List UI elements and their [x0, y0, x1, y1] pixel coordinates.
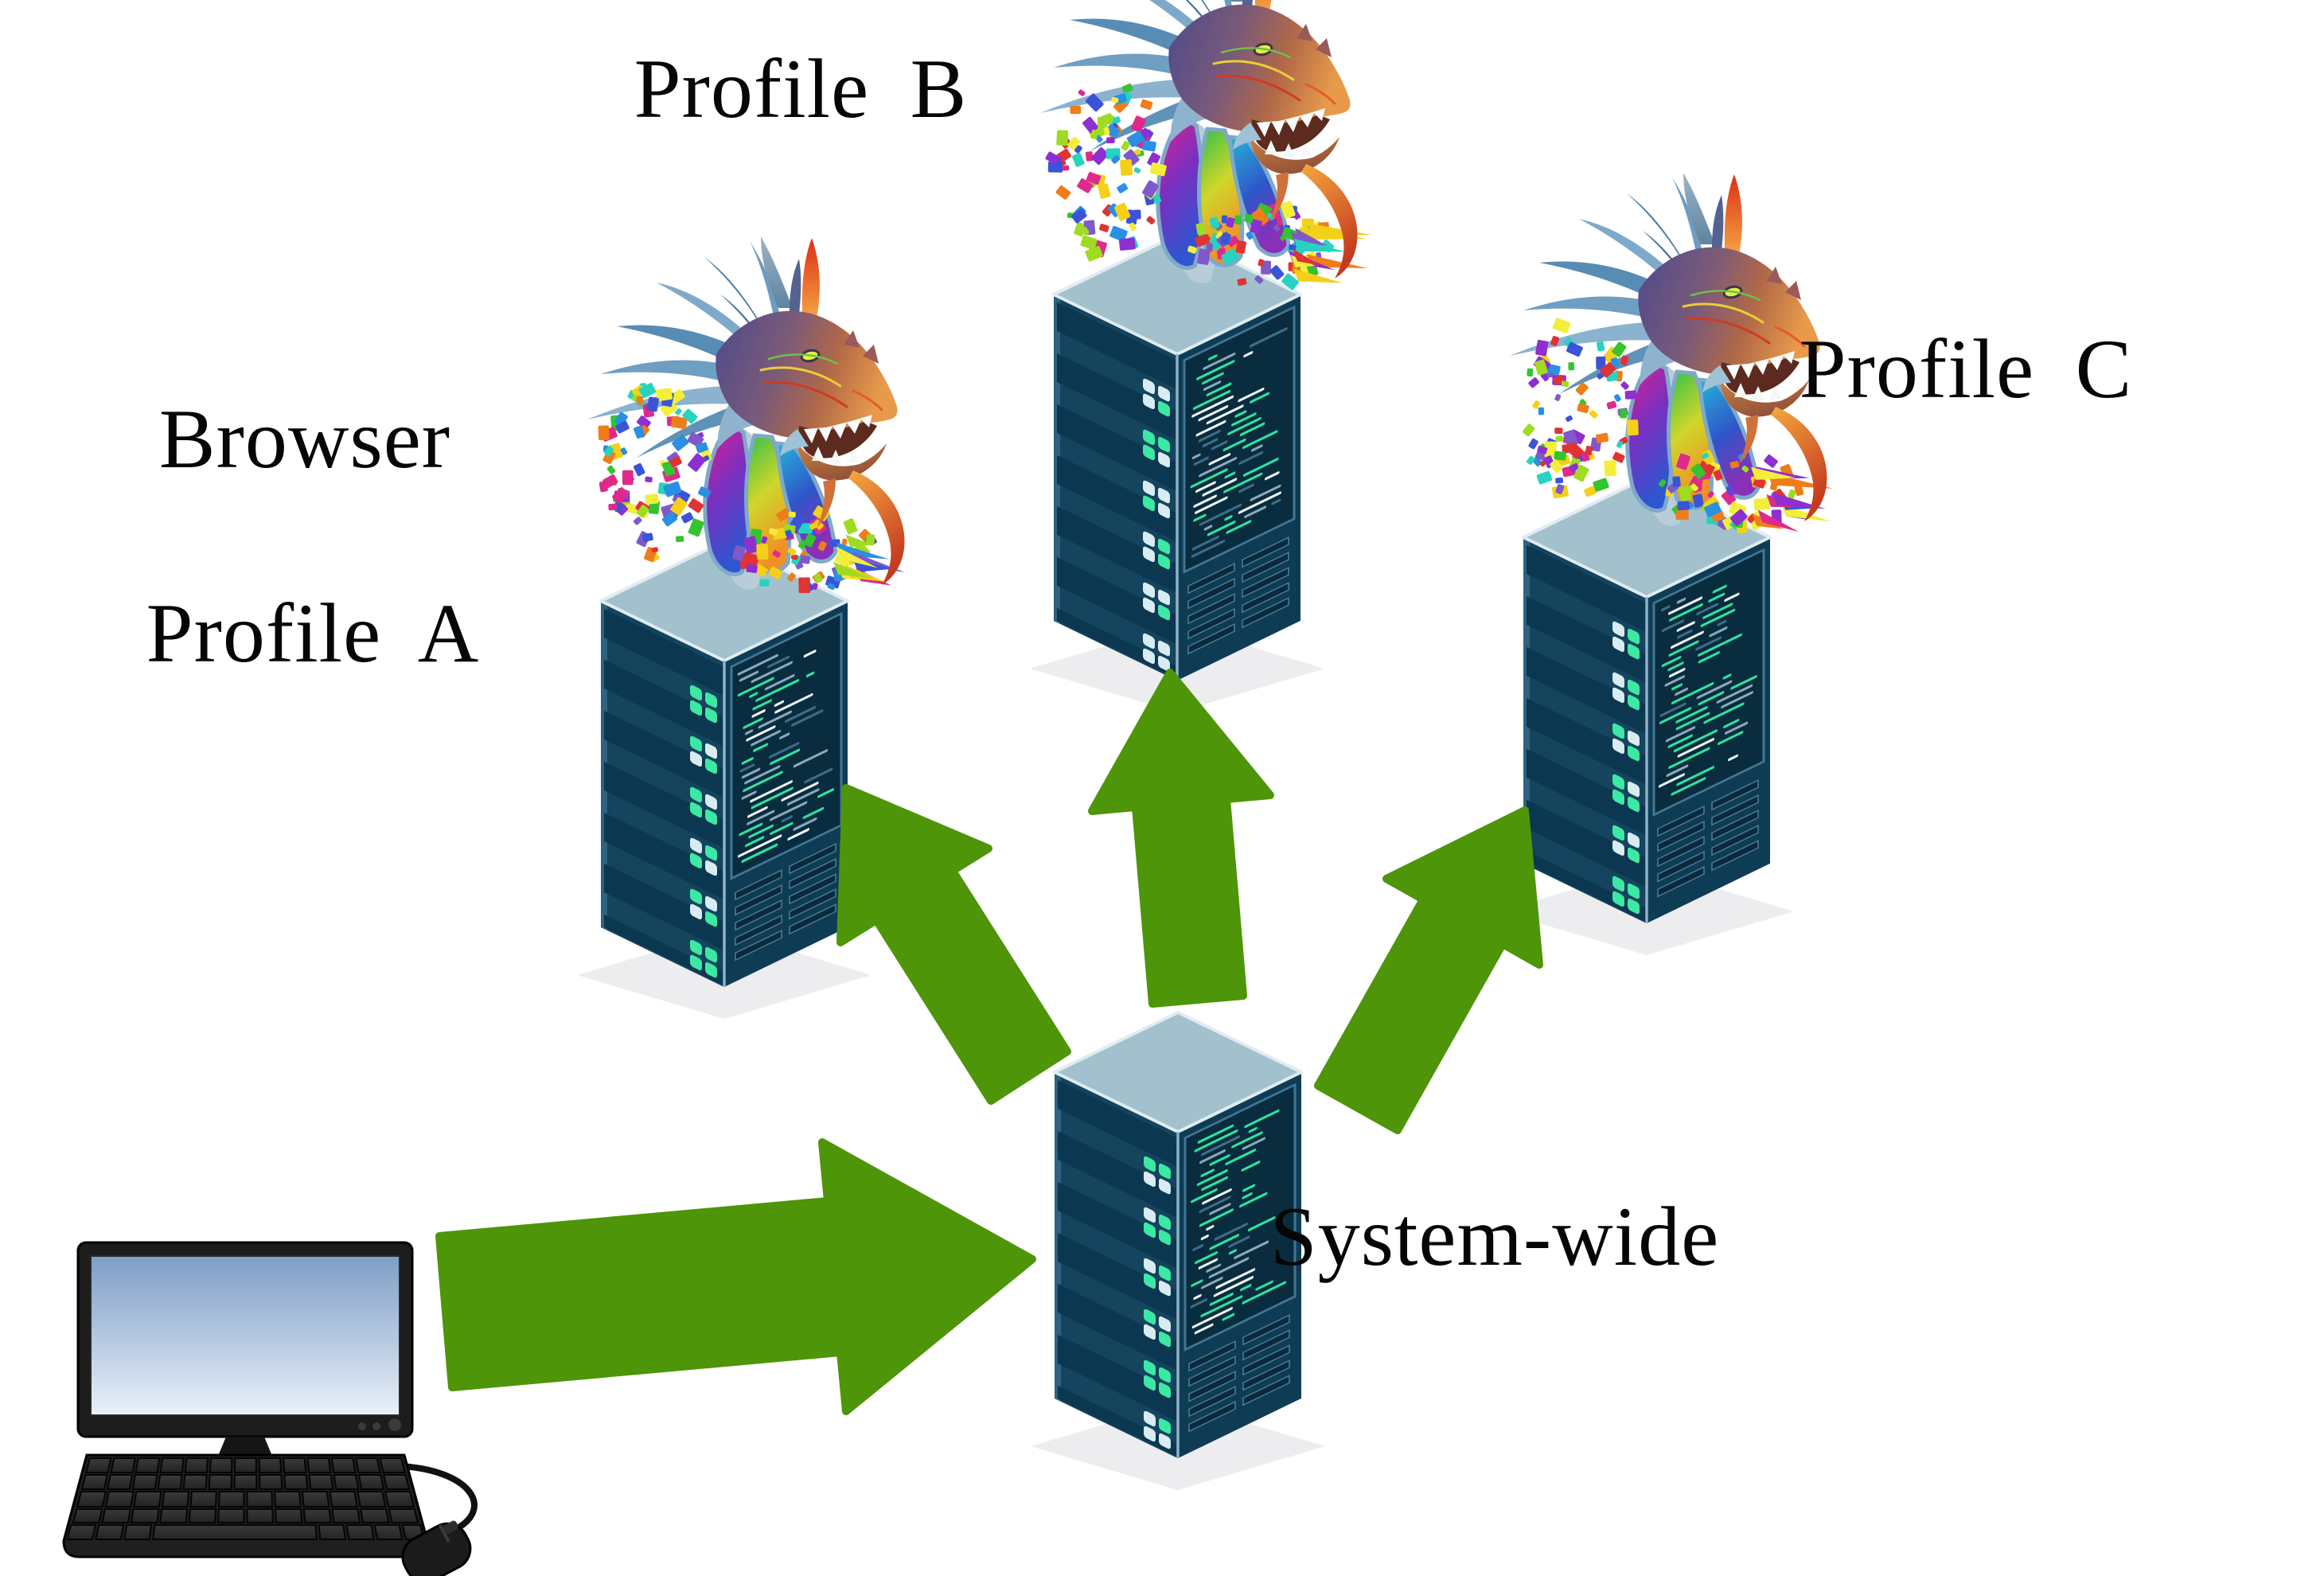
- dragon-chest-scale: [1156, 115, 1205, 270]
- led-block: [1612, 621, 1640, 660]
- dragon-jaw: [797, 443, 887, 481]
- dragon-teeth: [1726, 351, 1795, 380]
- dragon-jaw: [1250, 137, 1339, 174]
- label-browser: Browser: [158, 392, 451, 486]
- arrow-computer-to-system: [435, 1138, 1036, 1415]
- led-block: [1612, 876, 1640, 915]
- dragon-jaw: [1720, 380, 1809, 417]
- dragon-whisker: [1771, 407, 1827, 521]
- led-block: [1612, 672, 1640, 711]
- dragon-teeth: [804, 415, 872, 443]
- led-block: [1143, 378, 1170, 417]
- server-left-face: [601, 601, 724, 988]
- led-block: [1143, 480, 1170, 519]
- server-vents: [1188, 1314, 1290, 1433]
- monitor-button: [388, 1418, 401, 1431]
- server-left-face: [1523, 537, 1647, 924]
- dragon-horn: [761, 236, 793, 308]
- dragon-icon-profile-a: [587, 236, 906, 594]
- led-block: [690, 735, 717, 774]
- dragon-icon-profile-c: [1510, 173, 1834, 533]
- monitor-button: [358, 1422, 366, 1430]
- led-block: [690, 837, 717, 876]
- monitor-button: [372, 1422, 380, 1430]
- led-block: [690, 939, 717, 978]
- led-block: [690, 786, 717, 825]
- dragon-horn: [1230, 0, 1246, 2]
- server-vents: [1187, 536, 1289, 655]
- led-block: [1612, 774, 1640, 813]
- server-code-screen: [1183, 1083, 1297, 1352]
- server-vents: [1657, 779, 1759, 898]
- dragon-mosaic-scales: [1045, 83, 1372, 291]
- monitor-screen: [90, 1255, 400, 1416]
- server-tower-profile-a: [577, 540, 872, 1019]
- led-block: [1612, 723, 1640, 762]
- server-tower-profile-b: [1030, 233, 1324, 712]
- dragon-whisker: [1301, 164, 1358, 279]
- dragon-icon-profile-b: [1040, 0, 1372, 291]
- server-right-face: [724, 600, 848, 987]
- led-block: [1144, 1207, 1171, 1246]
- server-code-screen: [1652, 548, 1765, 817]
- dragon-mosaic-scales: [598, 382, 906, 594]
- dragon-whisker: [848, 470, 905, 585]
- led-block: [1144, 1410, 1171, 1449]
- label-profile-a: Profile A: [146, 587, 480, 680]
- led-block: [1144, 1258, 1171, 1297]
- server-right-face: [1178, 1071, 1301, 1458]
- led-block: [690, 888, 717, 927]
- server-vents: [735, 843, 836, 962]
- keyboard-keys: [66, 1457, 425, 1540]
- label-profile-b: Profile B: [634, 42, 968, 135]
- led-block: [1612, 825, 1640, 864]
- dragon-horn: [1724, 174, 1742, 254]
- server-tower-system-wide: [1031, 1011, 1325, 1490]
- led-block: [1143, 531, 1170, 570]
- arrow-system-to-profile-c: [1314, 806, 1543, 1134]
- led-block: [1144, 1309, 1171, 1348]
- arrow-system-to-profile-a: [836, 784, 1071, 1105]
- label-system-wide: System-wide: [1269, 1190, 1720, 1283]
- led-block: [690, 685, 717, 724]
- dragon-mosaic-scales: [1523, 318, 1834, 533]
- dragon-chest-scale: [1227, 135, 1291, 257]
- dragon-horn: [801, 238, 820, 318]
- arrow-system-to-profile-b: [1088, 669, 1274, 1008]
- dragon-teeth: [1257, 108, 1325, 137]
- mouse: [401, 1520, 472, 1576]
- server-code-screen: [1183, 305, 1296, 574]
- dragon-chest-scale: [1625, 357, 1675, 513]
- led-block: [1143, 633, 1170, 672]
- server-left-face: [1054, 295, 1177, 681]
- server-left-face: [1055, 1072, 1178, 1459]
- server-right-face: [1177, 294, 1300, 681]
- desktop-computer: [62, 1241, 478, 1576]
- led-block: [1143, 582, 1170, 621]
- label-profile-c: Profile C: [1799, 322, 2133, 415]
- led-block: [1143, 429, 1170, 468]
- server-code-screen: [730, 611, 843, 880]
- led-block: [1144, 1156, 1171, 1195]
- led-block: [1144, 1359, 1171, 1399]
- green-arrows: [435, 669, 1543, 1415]
- server-right-face: [1647, 536, 1770, 923]
- dragon-horn: [1683, 173, 1715, 244]
- server-tower-profile-c: [1499, 476, 1794, 955]
